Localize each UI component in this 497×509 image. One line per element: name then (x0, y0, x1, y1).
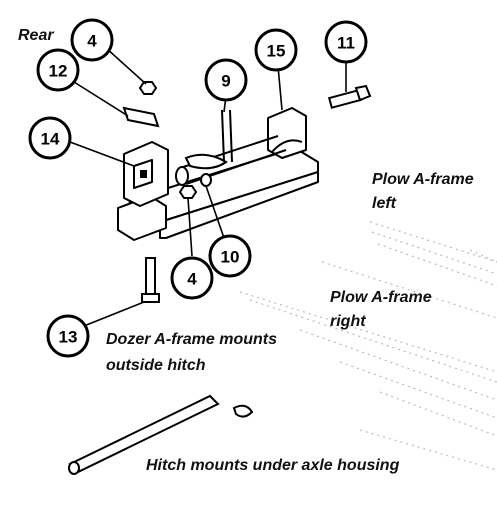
hitch-mount-label: Hitch mounts under axle housing (146, 457, 400, 474)
plow-a-frame-left-label-line2: left (372, 195, 396, 212)
callout-15-number: 15 (267, 42, 286, 61)
nut-4-top (138, 81, 158, 95)
callout-9 (204, 58, 248, 102)
callout-4-bottom (170, 256, 214, 300)
callout-14 (28, 116, 72, 160)
dozer-a-frame-label-line1: Dozer A-frame mounts (106, 331, 277, 348)
bolt-13 (141, 257, 160, 303)
dozer-a-frame-label-line2: outside hitch (106, 357, 206, 374)
plow-a-frame-right-label-line2: right (330, 313, 366, 330)
callouts (28, 18, 368, 358)
hitch-bracket (117, 107, 319, 241)
callout-15 (254, 28, 298, 72)
nut-4-bottom (178, 173, 212, 199)
callout-4-top-number: 4 (87, 32, 97, 51)
dozer-pin (68, 394, 254, 475)
rear-label: Rear (18, 27, 54, 44)
bolt-11 (327, 84, 372, 109)
callout-11-number: 11 (337, 34, 355, 53)
callout-4-bottom-number: 4 (187, 270, 197, 289)
hitch-pin-9 (184, 109, 233, 170)
callout-4-top (70, 18, 114, 62)
link-plate-12 (122, 106, 160, 128)
callout-10-number: 10 (221, 248, 240, 267)
plow-a-frame-rails (239, 221, 497, 471)
callout-13 (46, 314, 90, 358)
callout-12 (36, 48, 80, 92)
callout-11 (324, 20, 368, 64)
callout-10 (208, 234, 252, 278)
callout-14-number: 14 (41, 130, 60, 149)
callout-13-number: 13 (59, 328, 78, 347)
plow-a-frame-left-label-line1: Plow A-frame (372, 171, 474, 188)
plow-a-frame-right-label-line1: Plow A-frame (330, 289, 432, 306)
callout-9-number: 9 (221, 72, 230, 91)
callout-12-number: 12 (49, 62, 68, 81)
